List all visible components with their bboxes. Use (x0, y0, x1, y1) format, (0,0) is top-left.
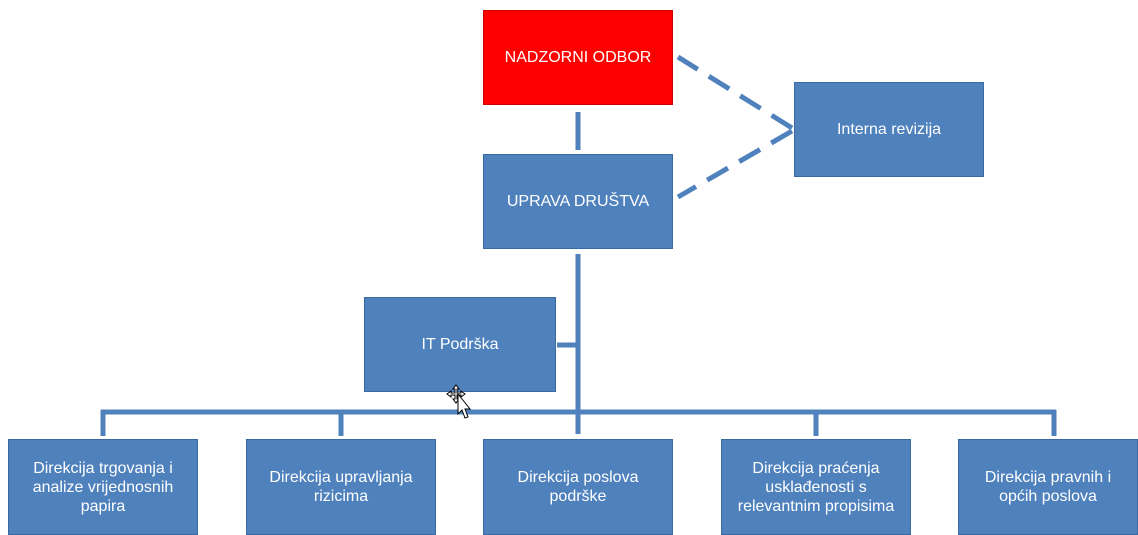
connector-audit-management (676, 128, 794, 200)
move-cursor-icon (446, 384, 472, 419)
management-board-box[interactable]: UPRAVA DRUŠTVA (483, 154, 673, 249)
directorate-label: Direkcija pravnih i općih poslova (984, 469, 1112, 505)
supervisory-board-label: NADZORNI ODBOR (504, 49, 652, 66)
directorate-box[interactable]: Direkcija pravnih i općih poslova (958, 439, 1138, 535)
supervisory-board-box[interactable]: NADZORNI ODBOR (483, 10, 673, 105)
directorate-label: Direkcija poslova podrške (517, 469, 639, 505)
directorate-box[interactable]: Direkcija trgovanja i analize vrijednosn… (8, 439, 198, 535)
internal-audit-label: Interna revizija (836, 121, 942, 138)
directorate-label: Direkcija praćenja usklađenosti s releva… (737, 459, 895, 515)
directorate-box[interactable]: Direkcija upravljanja rizicima (246, 439, 436, 535)
management-board-label: UPRAVA DRUŠTVA (506, 193, 650, 210)
directorate-box[interactable]: Direkcija poslova podrške (483, 439, 673, 535)
it-support-label: IT Podrška (421, 336, 499, 353)
connector-audit-board (676, 54, 794, 131)
directorate-label: Direkcija trgovanja i analize vrijednosn… (32, 459, 174, 515)
internal-audit-box[interactable]: Interna revizija (794, 82, 984, 177)
it-support-box[interactable]: IT Podrška (364, 297, 556, 392)
directorate-box[interactable]: Direkcija praćenja usklađenosti s releva… (721, 439, 911, 535)
directorate-label: Direkcija upravljanja rizicima (269, 469, 413, 505)
